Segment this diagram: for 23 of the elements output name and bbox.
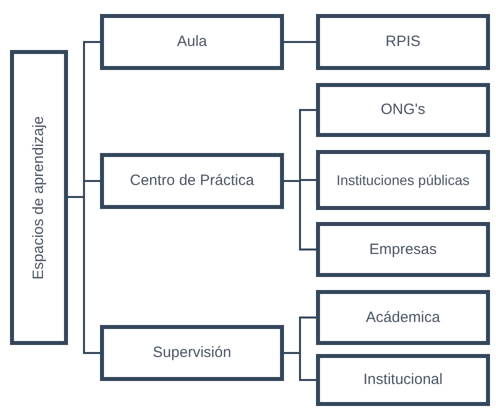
connector-line: [284, 41, 316, 43]
category-box: [100, 153, 284, 209]
box-label: ONG's: [380, 102, 426, 118]
box-label: Supervisión: [152, 345, 232, 361]
connector-line: [68, 196, 100, 354]
category-box: [316, 150, 490, 210]
category-box: [316, 14, 490, 70]
category-box: [316, 290, 490, 345]
box-label: Instituciones públicas: [336, 172, 470, 188]
category-box: [316, 83, 490, 137]
category-box: [100, 14, 284, 70]
box-label: Centro de Práctica: [130, 173, 254, 189]
box-label: Aula: [176, 34, 208, 50]
connector-line: [284, 180, 316, 250]
box-label: RPIS: [385, 34, 420, 50]
box-label: Institucional: [363, 372, 443, 388]
box-label: Acádemica: [366, 310, 440, 326]
category-box: [316, 222, 490, 277]
box-label: Empresas: [369, 242, 437, 258]
category-box: [10, 50, 68, 345]
category-box: [316, 354, 490, 406]
category-box: [100, 325, 284, 381]
box-label: Espacios de aprendizaje: [31, 116, 47, 280]
